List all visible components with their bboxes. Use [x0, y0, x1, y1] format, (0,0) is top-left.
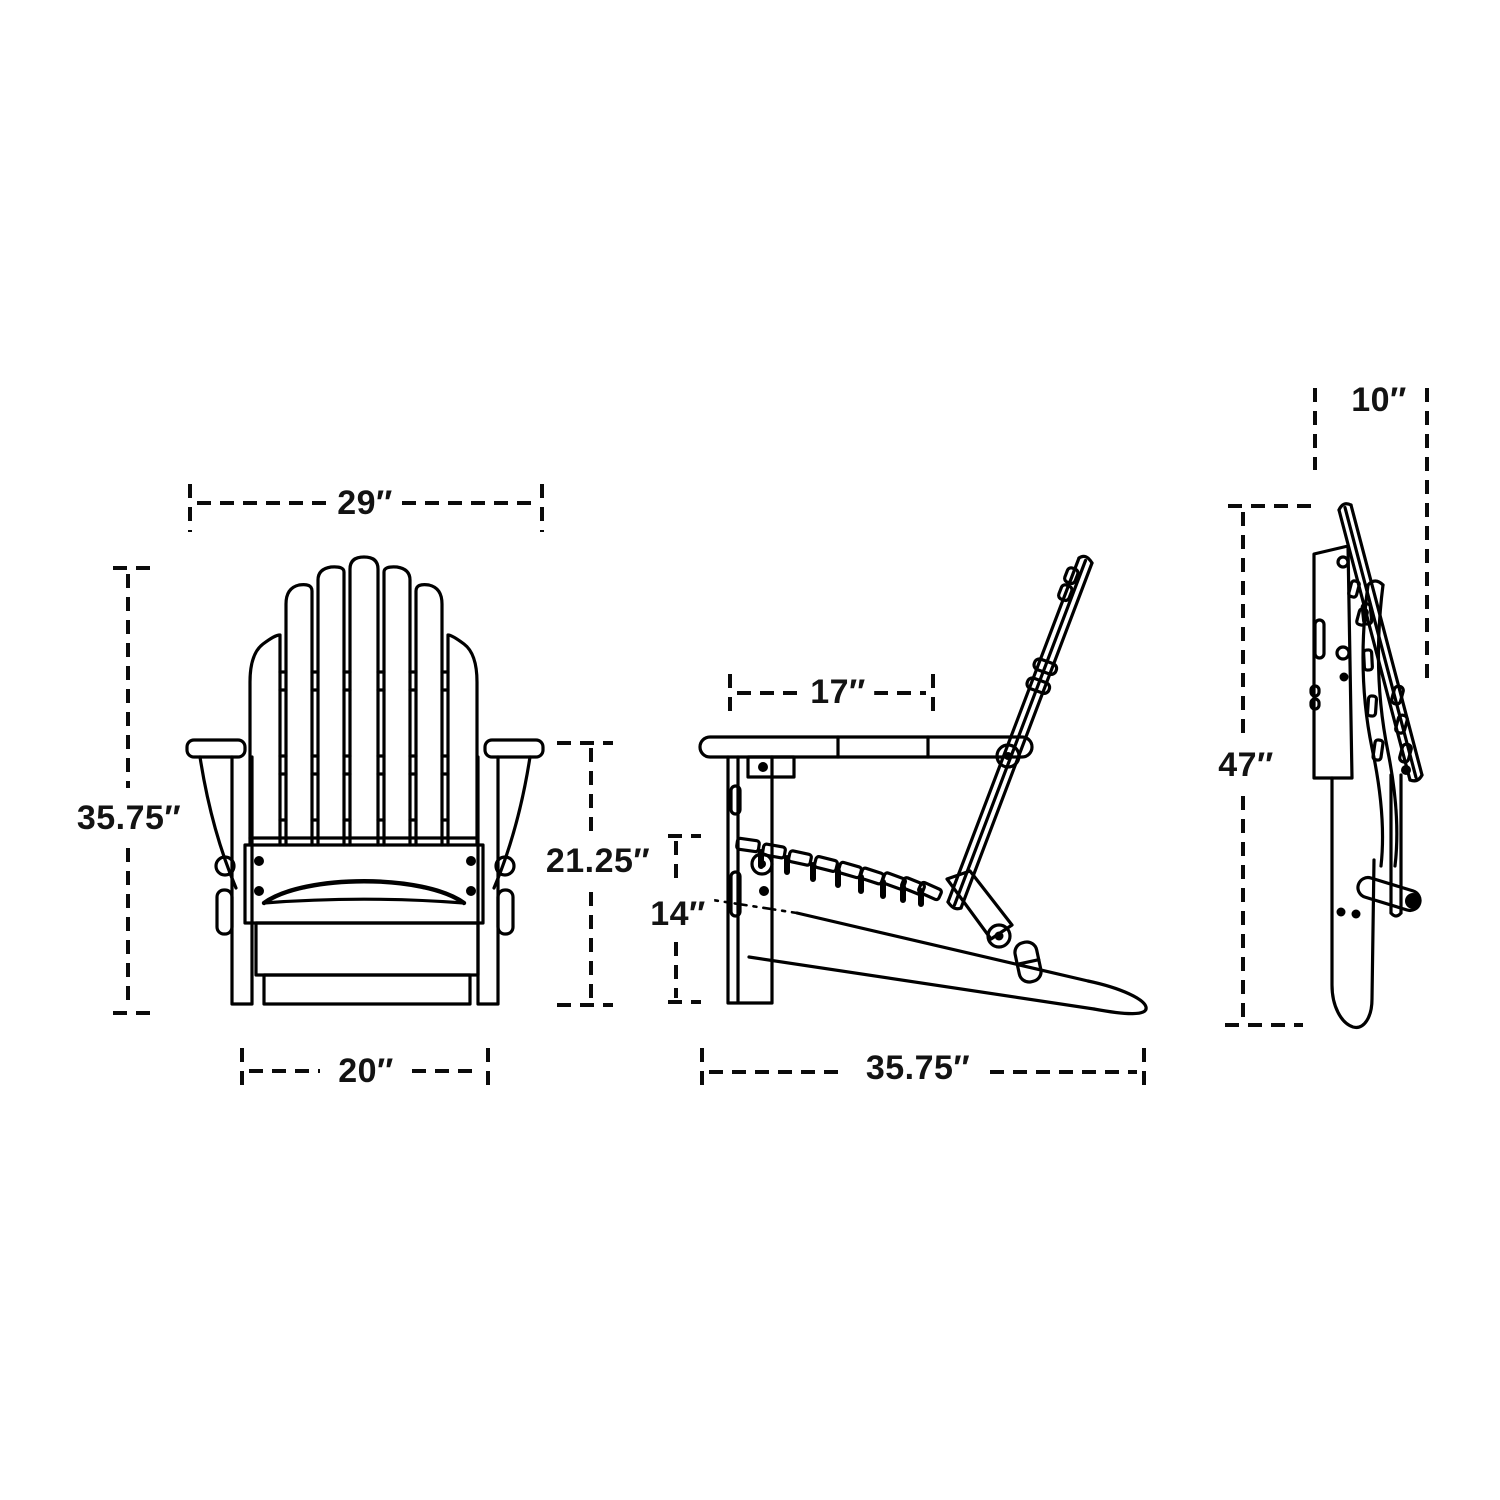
dim-label-base-width: 20″	[330, 1052, 402, 1090]
front-view-chair-drawing	[185, 555, 545, 1006]
side-view-group	[668, 554, 1148, 1092]
dim-label-arm-height: 21.25″	[537, 842, 659, 880]
dim-label-seat-height: 14″	[642, 895, 714, 933]
front-view-group	[113, 484, 613, 1092]
dim-label-overall-depth: 35.75″	[857, 1049, 979, 1087]
dim-label-folded-depth: 10″	[1343, 381, 1415, 419]
side-view-chair-drawing	[698, 554, 1148, 1016]
dim-label-folded-height: 47″	[1210, 746, 1282, 784]
folded-view-dimension-lines	[1225, 388, 1429, 1027]
dim-label-arm-depth: 17″	[802, 673, 874, 711]
dim-label-overall-width: 29″	[329, 484, 401, 522]
folded-view-group	[1225, 388, 1429, 1029]
folded-view-chair-drawing	[1309, 502, 1424, 1029]
dim-label-overall-height: 35.75″	[68, 799, 190, 837]
front-view-dimension-lines	[113, 484, 613, 1092]
